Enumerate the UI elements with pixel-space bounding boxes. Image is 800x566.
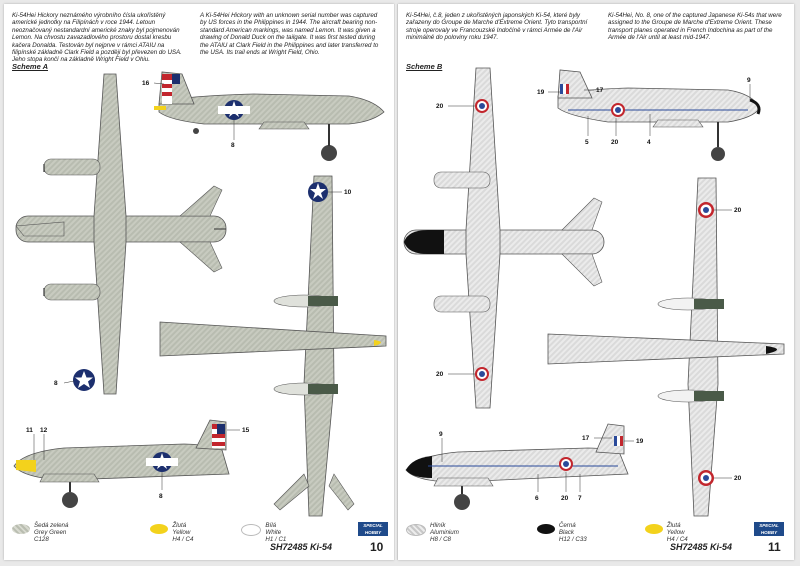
swatch-en-label: Black xyxy=(558,529,575,536)
page-number: 11 xyxy=(768,540,781,554)
side-view-aircraft-b-upper xyxy=(557,69,761,161)
callout-5: 5 xyxy=(585,139,589,146)
callout-20-f: 20 xyxy=(734,475,742,482)
side-view-aircraft-a-lower xyxy=(13,419,230,508)
swatch-code: H1 / C1 xyxy=(265,536,287,543)
callout-20-b: 20 xyxy=(611,139,619,146)
special-hobby-logo: SPECIAL HOBBY xyxy=(754,522,784,536)
swatch-black: Černá Black H12 / C33 xyxy=(536,522,587,543)
swatch-grey-green: Šedá zelená Grey Green C128 xyxy=(12,522,68,543)
special-hobby-logo: SPECIAL HOBBY xyxy=(358,522,388,536)
grey-green-chip xyxy=(12,524,30,534)
swatch-en-label: White xyxy=(265,529,282,536)
swatch-code: H12 / C33 xyxy=(558,536,587,543)
footer-kit-number: SH72485 Ki-54 xyxy=(270,542,333,552)
underside-view-aircraft-a xyxy=(159,175,387,517)
callout-15: 15 xyxy=(242,427,250,434)
swatch-cz-label: Bílá xyxy=(265,522,277,529)
page-11: Ki-54Hei, č.8, jeden z ukořistěných japo… xyxy=(398,4,794,560)
swatch-cz-label: Hliník xyxy=(430,522,446,529)
swatch-yellow: Žlutá Yellow H4 / C4 xyxy=(150,522,193,543)
callout-20-c: 20 xyxy=(734,207,742,214)
side-view-aircraft-a-upper xyxy=(154,71,385,161)
callout-6: 6 xyxy=(535,495,539,502)
swatch-cz-label: Šedá zelená xyxy=(34,522,69,529)
callout-20-e: 20 xyxy=(561,495,569,502)
swatch-white: Bílá White H1 / C1 xyxy=(241,522,286,543)
swatch-code: H4 / C4 xyxy=(172,536,194,543)
callout-lines-a xyxy=(33,82,342,490)
callout-9-b: 9 xyxy=(439,431,443,438)
description-english: Ki-54Hei, No. 8, one of the captured Jap… xyxy=(608,12,782,42)
color-legend-a: Šedá zelená Grey Green C128 Žlutá Yellow… xyxy=(12,522,304,543)
description-czech: Ki-54Hei, č.8, jeden z ukořistěných japo… xyxy=(406,12,588,42)
callout-16: 16 xyxy=(142,80,150,87)
callout-9: 9 xyxy=(747,77,751,84)
callout-17-b: 17 xyxy=(582,435,590,442)
callout-17: 17 xyxy=(596,87,604,94)
callout-10: 10 xyxy=(344,189,352,196)
page-number: 10 xyxy=(370,540,384,554)
swatch-cz-label: Žlutá xyxy=(666,522,681,529)
yellow-chip xyxy=(644,524,663,534)
callout-lines-b xyxy=(441,84,751,492)
callout-8: 8 xyxy=(231,142,235,149)
callout-19-b: 19 xyxy=(636,438,644,445)
swatch-cz-label: Žlutá xyxy=(172,522,187,529)
scheme-b-artwork: 20 19 17 9 5 20 4 20 20 9 17 19 6 20 7 2… xyxy=(403,67,785,517)
callout-4: 4 xyxy=(647,139,651,146)
page-10: Ki-54Hei Hickory neznámého výrobního čís… xyxy=(4,4,394,560)
swatch-en-label: Grey Green xyxy=(34,529,67,536)
swatch-code: C128 xyxy=(34,536,49,543)
scheme-a-label: Scheme A xyxy=(12,62,48,71)
swatch-cz-label: Černá xyxy=(558,522,576,529)
description-czech: Ki-54Hei Hickory neznámého výrobního čís… xyxy=(12,12,182,64)
swatch-en-label: Yellow xyxy=(172,529,191,536)
scheme-b-label: Scheme B xyxy=(406,62,443,71)
footer-kit-number: SH72485 Ki-54 xyxy=(670,542,733,552)
callout-11: 11 xyxy=(26,427,33,434)
swatch-aluminium: Hliník Aluminium H8 / C8 xyxy=(406,522,459,543)
color-legend-b: Hliník Aluminium H8 / C8 Černá Black H12… xyxy=(406,522,706,543)
description-english: A Ki-54Hei Hickory with an unknown seria… xyxy=(200,12,379,57)
callout-8-b: 8 xyxy=(54,380,58,387)
swatch-code: H8 / C8 xyxy=(430,536,451,543)
callout-7: 7 xyxy=(578,495,582,502)
swatch-en-label: Yellow xyxy=(666,529,685,536)
swatch-yellow: Žlutá Yellow H4 / C4 xyxy=(644,522,688,543)
black-chip xyxy=(536,524,555,534)
callout-12: 12 xyxy=(40,427,48,434)
top-view-aircraft-b xyxy=(403,67,605,409)
side-view-aircraft-b-lower xyxy=(405,423,629,510)
callout-20-d: 20 xyxy=(436,371,444,378)
callout-8-c: 8 xyxy=(159,493,163,500)
yellow-chip xyxy=(150,524,169,534)
callout-19: 19 xyxy=(537,89,545,96)
swatch-en-label: Aluminium xyxy=(430,529,459,536)
swatch-code: H4 / C4 xyxy=(666,536,688,543)
top-view-aircraft-a xyxy=(15,73,227,395)
white-chip xyxy=(241,524,262,536)
underside-view-aircraft-b xyxy=(547,177,785,517)
callout-20: 20 xyxy=(436,103,444,110)
page-gutter xyxy=(394,4,398,560)
scheme-a-artwork: 16 8 10 8 11 12 15 8 xyxy=(13,71,387,517)
aluminium-chip xyxy=(406,524,426,536)
